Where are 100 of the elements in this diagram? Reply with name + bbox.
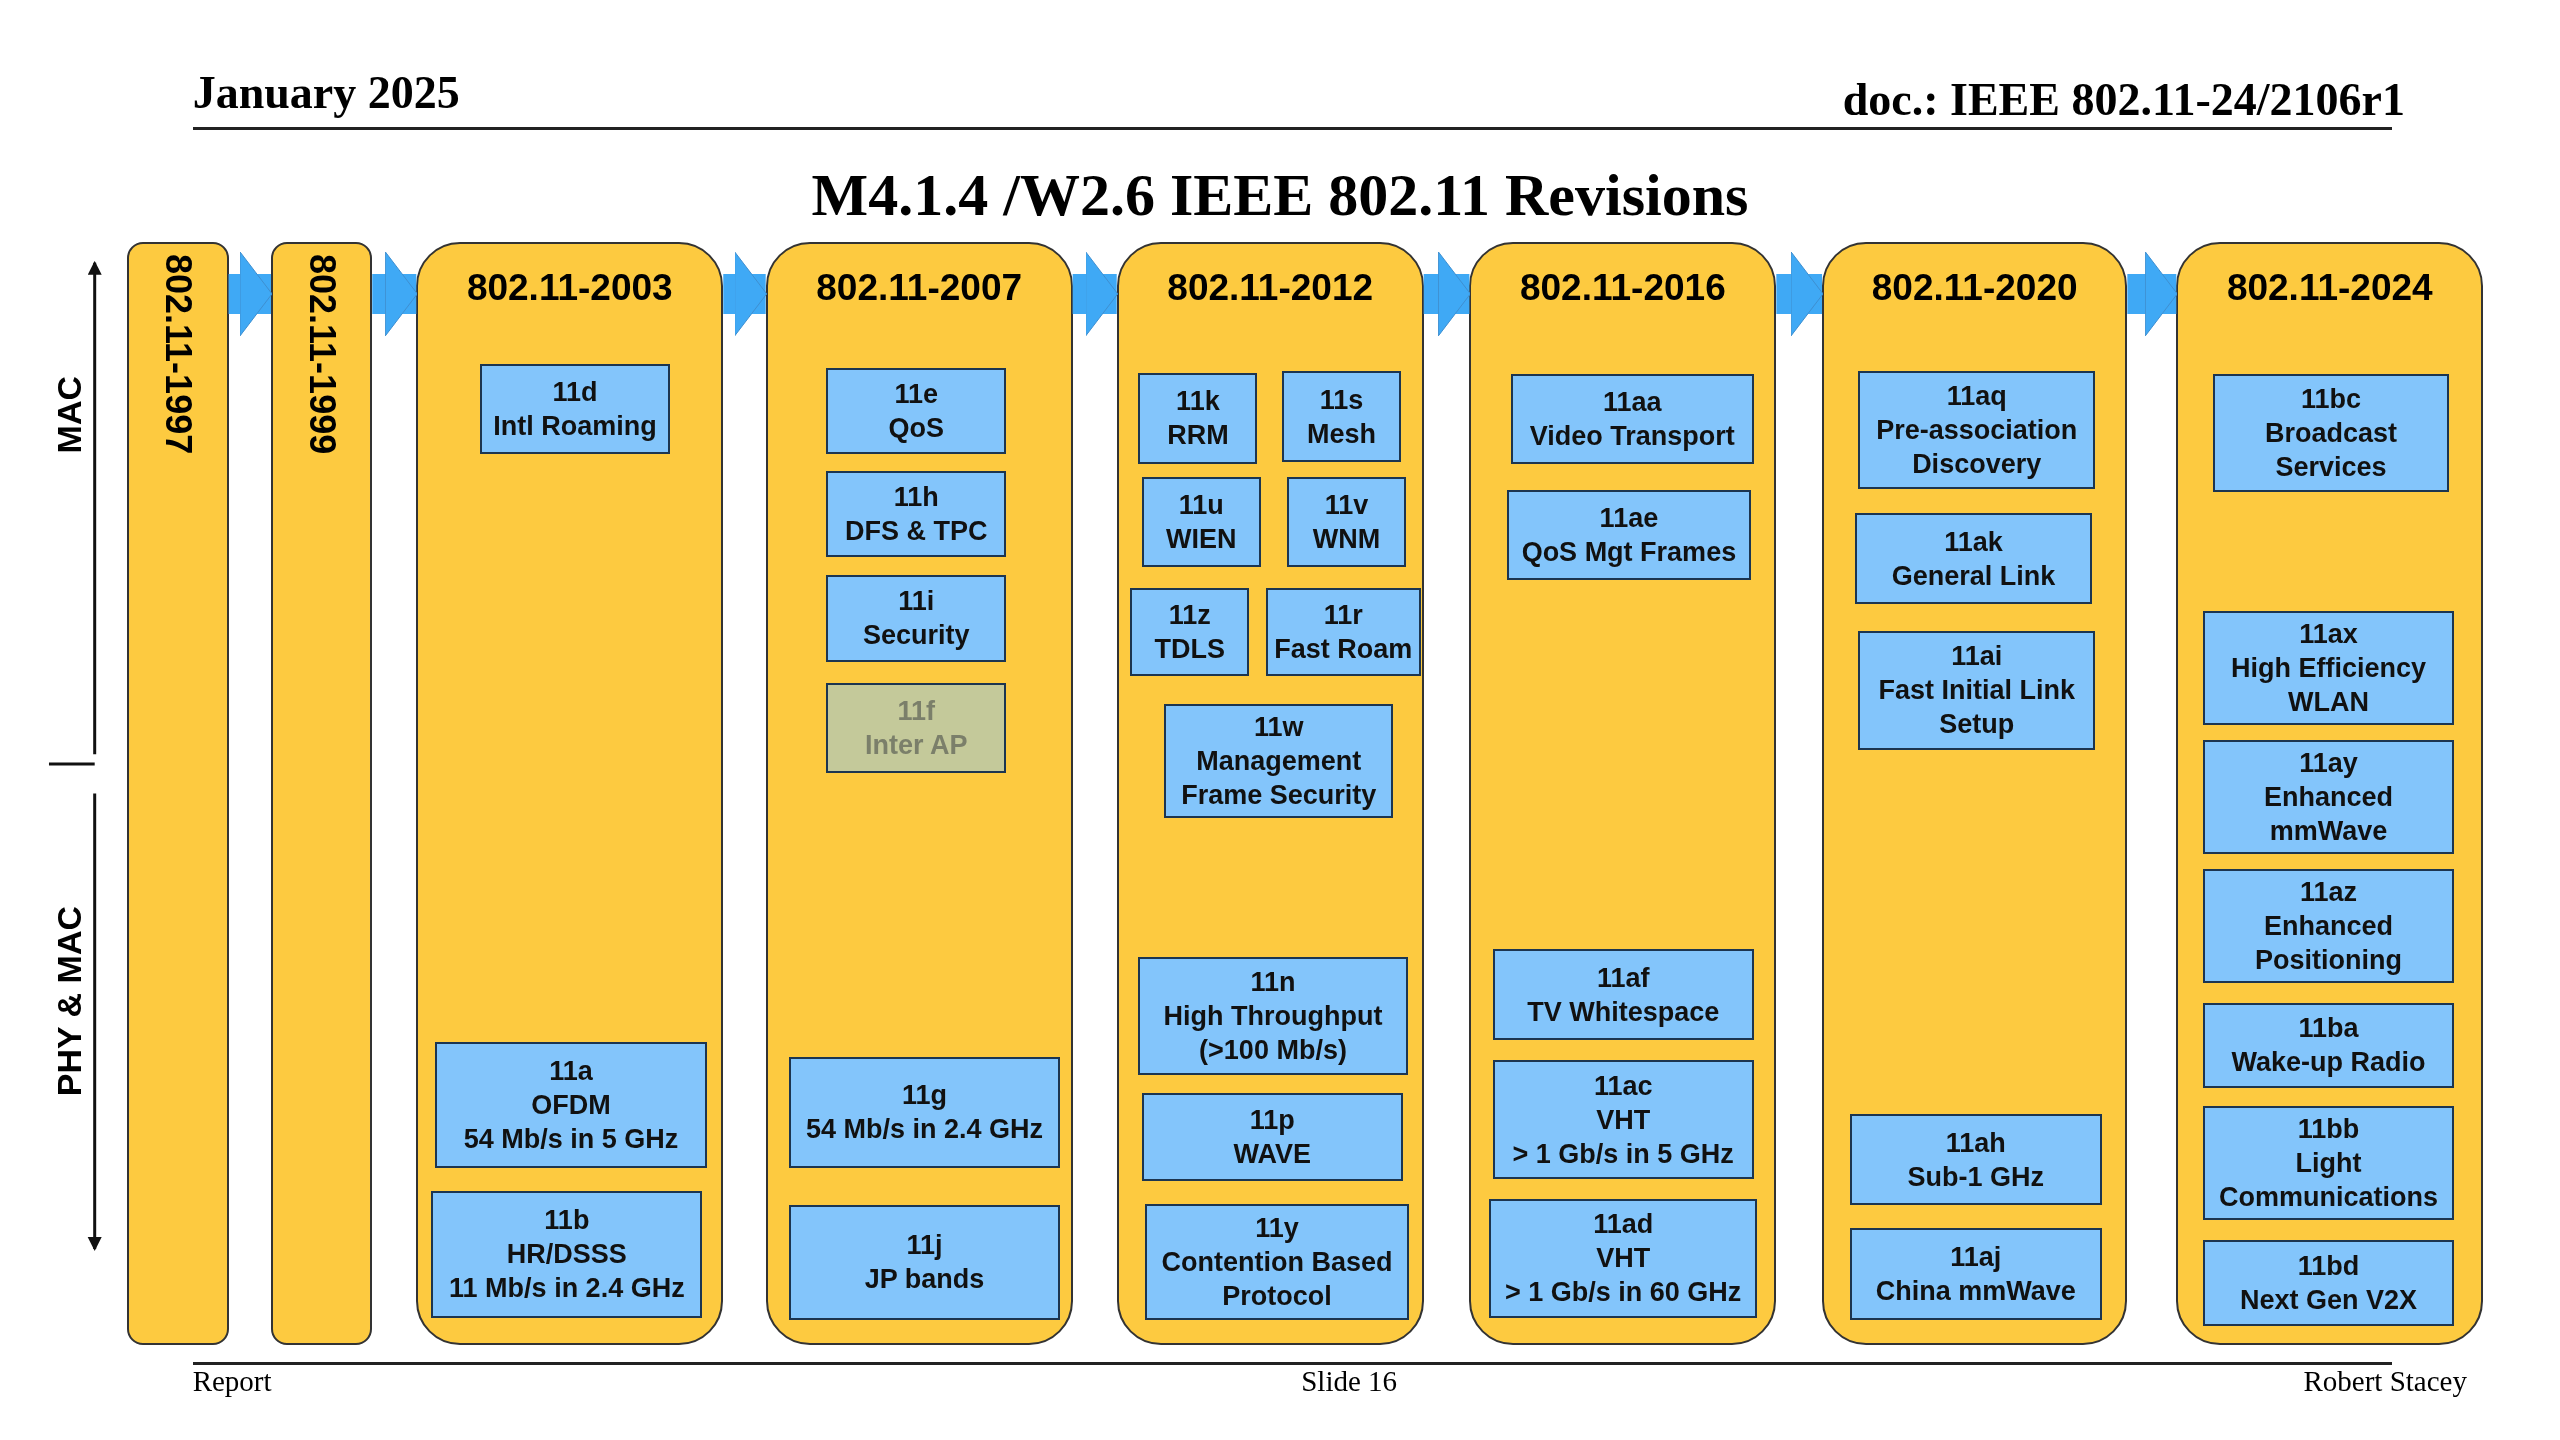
revision-year: 802.11-2024 [2226,265,2433,310]
footer-text: Slide 16 [1301,1364,1398,1400]
amendment-box [1130,588,1250,677]
amendment-title: > 1 Gb/s in 60 GHz [1505,1276,1742,1310]
amendment-box [1265,588,1421,677]
amendment-title: Communications [2219,1180,2438,1214]
block-arrow [1776,251,1824,337]
amendment-title: Fast Roam [1274,633,1413,667]
amendment-title: VHT [1596,1103,1651,1137]
revision-column [1116,241,1424,1346]
revision-column [416,241,724,1346]
amendment-title: mmWave [2269,815,2388,849]
amendment-box [826,682,1007,773]
amendment-title: 54 Mb/s in 2.4 GHz [805,1113,1043,1147]
amendment-title: Frame Security [1181,779,1377,813]
amendment-title: Management [1196,745,1362,779]
amendment-code: 11j [906,1229,943,1263]
revision-year: 802.11-2007 [816,265,1023,310]
amendment-code: 11ay [2299,747,2358,781]
amendment-code: 11ax [2299,618,2358,652]
amendment-box [1855,513,2092,605]
amendment-title: > 1 Gb/s in 5 GHz [1512,1137,1734,1171]
layer-label: MAC [48,375,89,453]
amendment-code: 11d [552,376,598,410]
header-text: doc.: IEEE 802.11-24/2106r1 [1842,72,2405,127]
amendment-title: High Efficiency [2231,652,2427,686]
amendment-title: Video Transport [1529,420,1735,454]
amendment-title: Enhanced [2264,910,2393,944]
amendment-title: Fast Initial Link [1878,674,2075,708]
amendment-code: 11ad [1593,1208,1654,1242]
amendment-box [2202,739,2455,855]
amendment-code: 11p [1249,1103,1295,1137]
amendment-code: 11ai [1951,640,2003,674]
amendment-title: (>100 Mb/s) [1199,1033,1347,1067]
amendment-box [2202,1002,2455,1088]
amendment-code: 11az [2299,876,2358,910]
amendment-code: 11r [1323,599,1363,633]
amendment-title: RRM [1167,419,1229,453]
amendment-code: 11ba [2298,1012,2359,1046]
amendment-code: 11n [1250,965,1296,999]
amendment-title: DFS & TPC [845,514,988,548]
amendment-code: 11ae [1599,502,1659,536]
amendment-box [2202,868,2455,984]
amendment-code: 11a [549,1054,593,1088]
amendment-box [1141,477,1261,567]
header-text: January 2025 [192,66,460,121]
amendment-code: 11h [893,480,939,514]
amendment-box [826,470,1007,558]
amendment-title: Enhanced [2264,781,2393,815]
amendment-box [431,1190,703,1318]
amendment-title: TDLS [1154,633,1225,667]
amendment-code: 11v [1324,489,1369,522]
amendment-code: 11w [1253,711,1304,745]
amendment-box [1164,704,1393,819]
block-arrow [228,251,273,337]
amendment-title: QoS [888,411,944,445]
block-arrow [2127,251,2178,337]
amendment-title: TV Whitespace [1527,995,1720,1029]
amendment-box [2202,1105,2455,1220]
block-arrow [1072,251,1119,337]
revision-year: 802.11-2003 [466,265,673,310]
amendment-title: Sub-1 GHz [1907,1160,2045,1194]
amendment-title: Discovery [1912,447,2042,481]
amendment-box [480,364,670,455]
amendment-title: Intl Roaming [493,410,657,444]
amendment-title: Light [2295,1146,2362,1180]
amendment-box [788,1056,1060,1168]
amendment-code: 11f [897,694,936,728]
amendment-title: Positioning [2255,944,2402,978]
amendment-box [1144,1203,1410,1320]
amendment-box [1141,1092,1403,1181]
footer-text: Robert Stacey [2303,1364,2467,1400]
amendment-title: China mmWave [1875,1274,2076,1308]
amendment-title: Security [862,619,970,653]
footer-text: Report [192,1364,272,1400]
amendment-code: 11aq [1946,379,2007,413]
amendment-title: Pre-association [1876,413,2078,447]
amendment-box [1282,370,1402,463]
revision-column [2176,241,2484,1346]
amendment-code: 11k [1176,385,1220,419]
amendment-title: VHT [1596,1242,1651,1276]
amendment-title: Protocol [1222,1279,1332,1313]
revision-column [1469,241,1777,1346]
amendment-box [1507,490,1751,580]
amendment-code: 11s [1319,383,1364,417]
layer-label: PHY & MAC [48,906,89,1097]
amendment-title: WLAN [2288,686,2369,720]
amendment-title: 54 Mb/s in 5 GHz [463,1122,679,1156]
amendment-title: WIEN [1165,523,1237,556]
revision-column [765,241,1073,1346]
amendment-code: 11bd [2297,1249,2360,1283]
amendment-code: 11af [1596,961,1650,995]
amendment-box [1138,957,1408,1075]
revision-column [271,241,373,1346]
amendment-code: 11u [1178,489,1224,522]
amendment-title: High Throughput [1163,999,1383,1033]
amendment-box [1510,374,1754,464]
amendment-box [826,575,1007,662]
amendment-code: 11y [1255,1211,1299,1245]
amendment-title: Broadcast [2264,417,2397,450]
